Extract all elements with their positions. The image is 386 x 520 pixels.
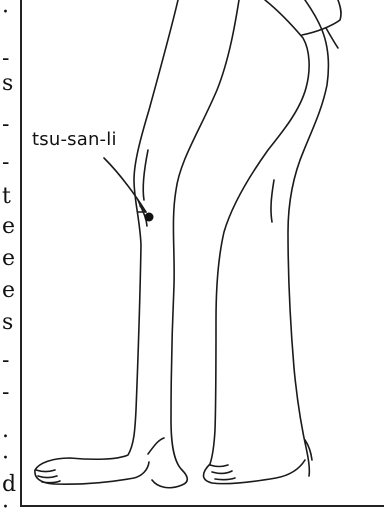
tsu-san-li-point bbox=[145, 213, 154, 222]
fragment-s: s bbox=[2, 73, 13, 95]
fragment-e: e bbox=[2, 216, 15, 238]
fragment-s: s bbox=[2, 312, 13, 334]
fragment-dot: · bbox=[2, 448, 9, 470]
left-toe-1 bbox=[36, 470, 55, 472]
fragment-dash: - bbox=[2, 382, 9, 404]
right-calf-detail bbox=[271, 180, 274, 222]
left-leg-front-outline bbox=[35, 0, 178, 484]
fragment-dash: - bbox=[2, 152, 9, 174]
fragment-dash: - bbox=[2, 48, 9, 70]
fragment-dash: - bbox=[2, 114, 9, 136]
left-knee-crease bbox=[143, 150, 148, 200]
fragment-dash: - bbox=[2, 350, 9, 372]
left-toe-3 bbox=[42, 481, 60, 483]
right-toe-3 bbox=[215, 478, 235, 480]
acupuncture-leg-figure: tsu-san-li bbox=[20, 0, 384, 507]
left-edge-text-fragments: · - s - - t e e e s - - . · d · bbox=[0, 0, 14, 511]
left-toe-2 bbox=[38, 476, 57, 478]
left-leg-back-outline bbox=[152, 0, 239, 488]
fragment-t: t bbox=[2, 186, 11, 208]
legs-illustration bbox=[22, 0, 384, 505]
fragment-dot: · bbox=[2, 497, 9, 519]
fragment-e: e bbox=[2, 248, 15, 270]
fragment-d: d bbox=[2, 474, 16, 496]
right-leg-front-outline bbox=[204, 0, 310, 484]
right-toe-2 bbox=[212, 471, 232, 473]
point-label: tsu-san-li bbox=[32, 129, 117, 150]
fragment-dot: . bbox=[2, 420, 9, 442]
fragment-dot: · bbox=[2, 2, 9, 24]
right-toe-1 bbox=[210, 465, 228, 467]
left-ankle bbox=[148, 438, 164, 454]
fragment-e: e bbox=[2, 280, 15, 302]
garment-fold bbox=[326, 28, 338, 48]
